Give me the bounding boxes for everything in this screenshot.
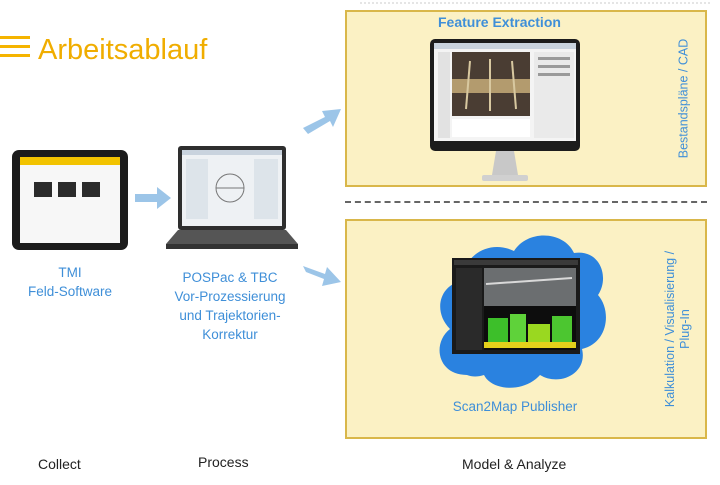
kalkulation-label: Kalkulation / Visualisierung / Plug-In <box>663 250 692 408</box>
stage-collect-label: Collect <box>38 456 81 472</box>
stage-process-label: Process <box>198 454 249 470</box>
stage-model-label: Model & Analyze <box>462 456 567 472</box>
feature-extraction-heading: Feature Extraction <box>438 14 561 30</box>
top-dotted-line <box>360 2 710 4</box>
scan2map-caption: Scan2Map Publisher <box>452 399 578 414</box>
arrow-collect-process <box>135 187 171 209</box>
section-divider <box>345 201 707 203</box>
monitor-image <box>430 39 580 181</box>
tmi-caption: TMI Feld-Software <box>27 265 113 299</box>
arrow-to-scan2map <box>303 266 341 286</box>
bestandsplaene-label: Bestandspläne / CAD <box>676 38 691 159</box>
laptop-image <box>166 146 298 249</box>
menu-bars-icon <box>0 36 30 63</box>
arrow-to-feature-extraction <box>303 109 341 134</box>
process-caption: POSPac & TBC Vor-Prozessierung und Traje… <box>174 270 286 342</box>
pointcloud-screen <box>452 258 580 354</box>
page-title: Arbeitsablauf <box>38 34 208 66</box>
tablet-image <box>12 150 128 250</box>
